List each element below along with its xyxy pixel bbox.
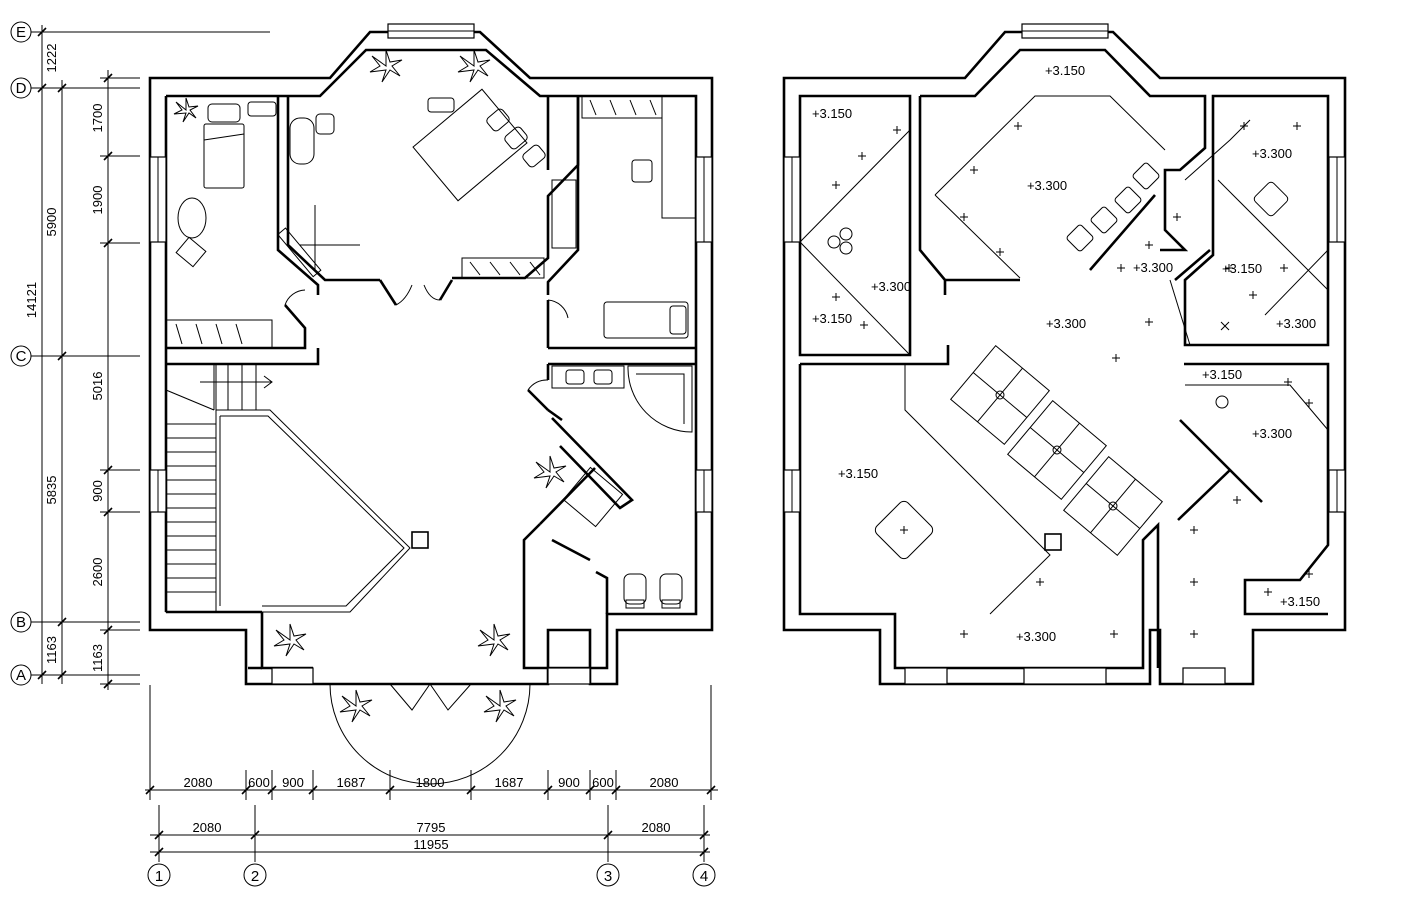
svg-text:E: E: [16, 24, 26, 41]
axis-marker-1: 1: [147, 863, 171, 887]
level-label: +3.150: [812, 311, 852, 326]
level-label: +3.300: [1027, 178, 1067, 193]
bottom-dimension-chain: 2080 600 900 1687 1800 1687 900 600 2080…: [145, 685, 718, 887]
dim-1163-b: 1163: [90, 644, 105, 672]
axis-marker-2: 2: [243, 863, 267, 887]
level-label: +3.150: [1045, 63, 1085, 78]
dim-b7: 900: [558, 775, 580, 790]
axis-marker-D: D: [10, 77, 32, 99]
furnished-floor-plan: [148, 23, 714, 785]
dim-5016: 5016: [90, 372, 105, 401]
level-label: +3.300: [1133, 260, 1173, 275]
svg-text:A: A: [16, 667, 26, 684]
wardrobe: [175, 95, 663, 345]
level-label: +3.300: [871, 279, 911, 294]
dim-1700: 1700: [90, 104, 105, 133]
axis-marker-E: E: [10, 21, 32, 43]
level-label: +3.150: [812, 106, 852, 121]
ceiling-contours: [799, 95, 1329, 615]
svg-text:B: B: [16, 614, 26, 631]
dim-c2: 7795: [417, 820, 446, 835]
dim-b5: 1800: [416, 775, 445, 790]
svg-text:C: C: [16, 348, 27, 365]
level-label: +3.300: [1276, 316, 1316, 331]
axis-marker-4: 4: [692, 863, 716, 887]
dim-b9: 2080: [650, 775, 679, 790]
level-label: +3.150: [1202, 367, 1242, 382]
level-label: +3.150: [1280, 594, 1320, 609]
dim-1163-a: 1163: [44, 636, 59, 664]
left-dimension-chain: E D C B A: [10, 21, 270, 690]
dim-b6: 1687: [495, 775, 524, 790]
svg-text:2: 2: [251, 868, 259, 885]
column: [411, 531, 429, 549]
stair-icon: [165, 363, 273, 613]
desk: [603, 118, 696, 339]
dim-14121: 14121: [24, 282, 39, 318]
plant-icon: [173, 49, 567, 723]
dim-c3: 2080: [642, 820, 671, 835]
dim-2600: 2600: [90, 558, 105, 587]
dim-5900: 5900: [44, 208, 59, 237]
svg-text:D: D: [16, 80, 27, 97]
dim-900: 900: [90, 480, 105, 502]
dim-c1: 2080: [193, 820, 222, 835]
door-icon: [284, 284, 569, 785]
axis-marker-3: 3: [596, 863, 620, 887]
stair-void: [215, 409, 411, 613]
dim-b8: 600: [592, 775, 614, 790]
bed-icon: [165, 101, 277, 349]
level-label: +3.300: [1016, 629, 1056, 644]
svg-text:4: 4: [700, 868, 708, 885]
svg-text:3: 3: [604, 868, 612, 885]
level-label: +3.300: [1252, 146, 1292, 161]
level-label: +3.150: [838, 466, 878, 481]
window-icon: [149, 23, 713, 685]
column: [1044, 533, 1062, 551]
dim-b4: 1687: [337, 775, 366, 790]
dim-5835: 5835: [44, 476, 59, 505]
dim-b3: 900: [282, 775, 304, 790]
level-label: +3.150: [1222, 261, 1262, 276]
bathroom-fixtures: [551, 365, 693, 609]
window-icon: [783, 23, 1346, 685]
dim-total: 11955: [413, 837, 448, 852]
level-label: +3.300: [1046, 316, 1086, 331]
dim-b1: 2080: [184, 775, 213, 790]
dim-b2: 600: [248, 775, 270, 790]
spotlight-icons: [832, 122, 1313, 638]
dim-1222: 1222: [44, 44, 59, 73]
axis-marker-A: A: [10, 664, 32, 686]
bed-icon: [277, 88, 546, 278]
axis-marker-B: B: [10, 611, 32, 633]
dim-1900: 1900: [90, 186, 105, 215]
level-label: +3.300: [1252, 426, 1292, 441]
light-fixture-icon: [827, 162, 1289, 560]
svg-text:1: 1: [155, 868, 163, 885]
ceiling-plan: +3.150 +3.150 +3.300 +3.300 +3.150 +3.30…: [782, 23, 1347, 686]
axis-marker-C: C: [10, 345, 32, 367]
